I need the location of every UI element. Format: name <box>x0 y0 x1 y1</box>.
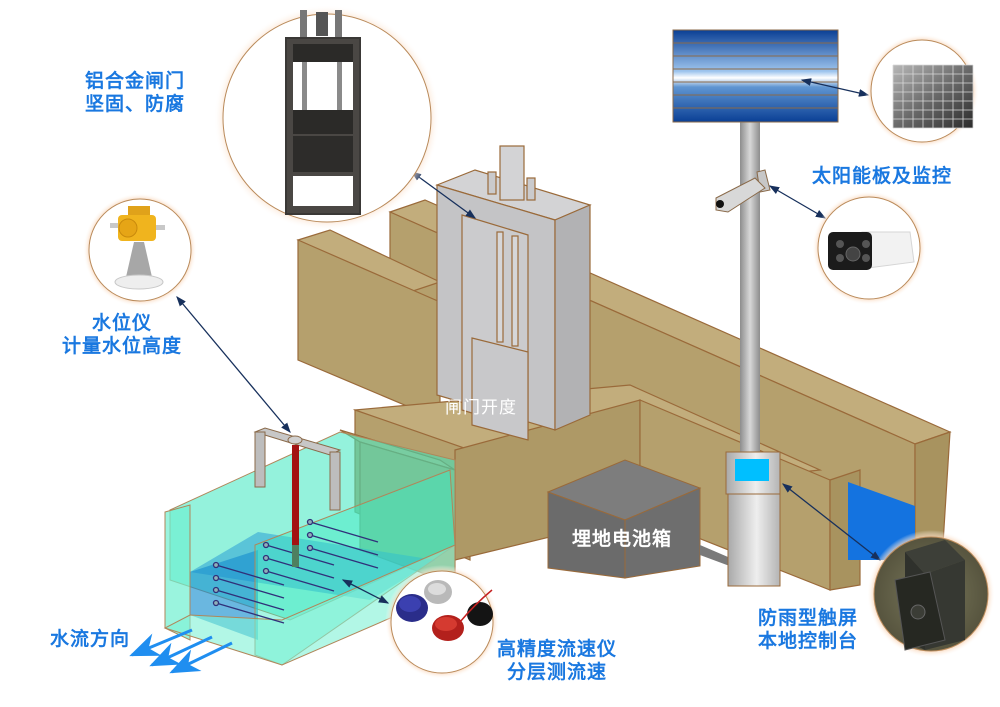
gate-rod-left <box>496 231 504 343</box>
connector-level <box>176 296 291 433</box>
sensor-node <box>306 544 314 552</box>
solar-panel <box>672 29 839 123</box>
gate-label-line2: 坚固、防腐 <box>85 93 186 115</box>
sluice-gate-photo-icon <box>285 10 361 215</box>
flow-arrow-3 <box>169 641 233 674</box>
camera-lens-icon <box>716 200 724 208</box>
flow-arrow-1 <box>129 628 193 657</box>
water-level-label-line2: 计量水位高度 <box>62 335 183 357</box>
sensor-rod <box>309 534 379 556</box>
sensor-node <box>262 567 270 575</box>
gate-stem-right <box>526 177 536 201</box>
battery-cable <box>700 545 735 568</box>
sensor-node <box>212 599 220 607</box>
channel-floor <box>163 544 456 666</box>
solar-panel-photo-icon <box>892 64 974 129</box>
connector-gate <box>410 171 477 219</box>
connector-solar <box>800 78 870 97</box>
camera-callout <box>812 191 926 305</box>
sensor-rods <box>212 518 379 624</box>
water-level-label: 水位仪 计量水位高度 <box>62 312 182 358</box>
sensor-node <box>212 561 220 569</box>
gate-frame-side <box>554 204 591 431</box>
battery-box-label: 埋地电池箱 <box>572 528 672 551</box>
sensor-rod <box>215 564 285 586</box>
sensor-node <box>262 541 270 549</box>
sensor-node <box>262 554 270 562</box>
velocity-label: 高精度流速仪 分层测流速 <box>497 638 617 684</box>
gate-stem-left <box>487 171 497 195</box>
sensor-rod <box>215 602 285 624</box>
flow-sensor-array <box>212 518 379 624</box>
solar-pole-assembly <box>672 29 839 587</box>
sensor-node <box>306 531 314 539</box>
gate-opening-label: 闸门开度 <box>445 397 517 420</box>
velocity-label-line1: 高精度流速仪 <box>497 638 618 660</box>
gauge-leg-left <box>254 431 266 488</box>
gate-stem <box>499 145 525 201</box>
touch-screen <box>735 459 769 481</box>
gate-opening-text: 闸门开度 <box>445 398 517 418</box>
flow-direction-arrows <box>129 628 233 674</box>
console-label: 防雨型触屏 本地控制台 <box>758 607 858 653</box>
sensor-rod <box>215 589 285 611</box>
battery-box <box>546 459 735 579</box>
water-level-label-line1: 水位仪 <box>92 312 153 334</box>
rugged-control-box-photo-icon <box>894 540 965 651</box>
water-level-gauge <box>253 427 342 567</box>
connector-camera <box>768 185 827 219</box>
sensor-rod <box>215 577 285 599</box>
callout-connectors <box>176 78 882 604</box>
pole <box>740 120 760 460</box>
gate-label: 铝合金闸门 坚固、防腐 <box>85 70 185 116</box>
connector-velocity <box>341 579 390 604</box>
gauge-probe <box>292 445 299 545</box>
gate-leaf <box>471 337 529 441</box>
sensor-rod <box>265 570 335 592</box>
flow-direction-text: 水流方向 <box>50 628 131 650</box>
security-camera-photo-icon <box>828 231 915 270</box>
flow-arrow-2 <box>149 635 213 667</box>
console-callout <box>867 530 995 658</box>
radar-level-gauge-photo-icon <box>110 206 165 290</box>
gauge-sensor-head <box>287 435 303 445</box>
flow-direction-label: 水流方向 <box>50 628 130 651</box>
console-label-line1: 防雨型触屏 <box>758 607 859 629</box>
gate-label-line1: 铝合金闸门 <box>85 70 186 92</box>
camera-body <box>715 177 766 213</box>
gate-structure <box>435 145 592 441</box>
sensor-rod <box>309 521 379 543</box>
gate-rod-right <box>511 235 519 347</box>
sensor-node <box>306 518 314 526</box>
sensor-rod <box>309 547 379 569</box>
sensor-rod <box>265 557 335 579</box>
channel-front-left <box>164 504 191 641</box>
gauge-probe-submerged <box>292 545 299 567</box>
sensor-rod <box>265 544 335 566</box>
gauge-leg-right <box>329 451 341 511</box>
solar-label-line1: 太阳能板及监控 <box>812 165 953 187</box>
gate-callout <box>214 5 440 231</box>
control-cabinet-body <box>727 493 781 587</box>
sensor-node <box>212 586 220 594</box>
battery-side <box>624 487 701 579</box>
solar-callout <box>865 34 979 148</box>
battery-box-text: 埋地电池箱 <box>572 528 673 550</box>
level-callout <box>83 193 197 307</box>
console-label-line2: 本地控制台 <box>758 630 859 652</box>
velocity-label-line2: 分层测流速 <box>507 661 608 683</box>
sensor-node <box>212 574 220 582</box>
velocity-callout <box>385 565 499 679</box>
ultrasonic-sensors-photo-icon <box>396 580 493 641</box>
solar-label: 太阳能板及监控 <box>812 165 952 188</box>
connector-console <box>781 483 882 561</box>
